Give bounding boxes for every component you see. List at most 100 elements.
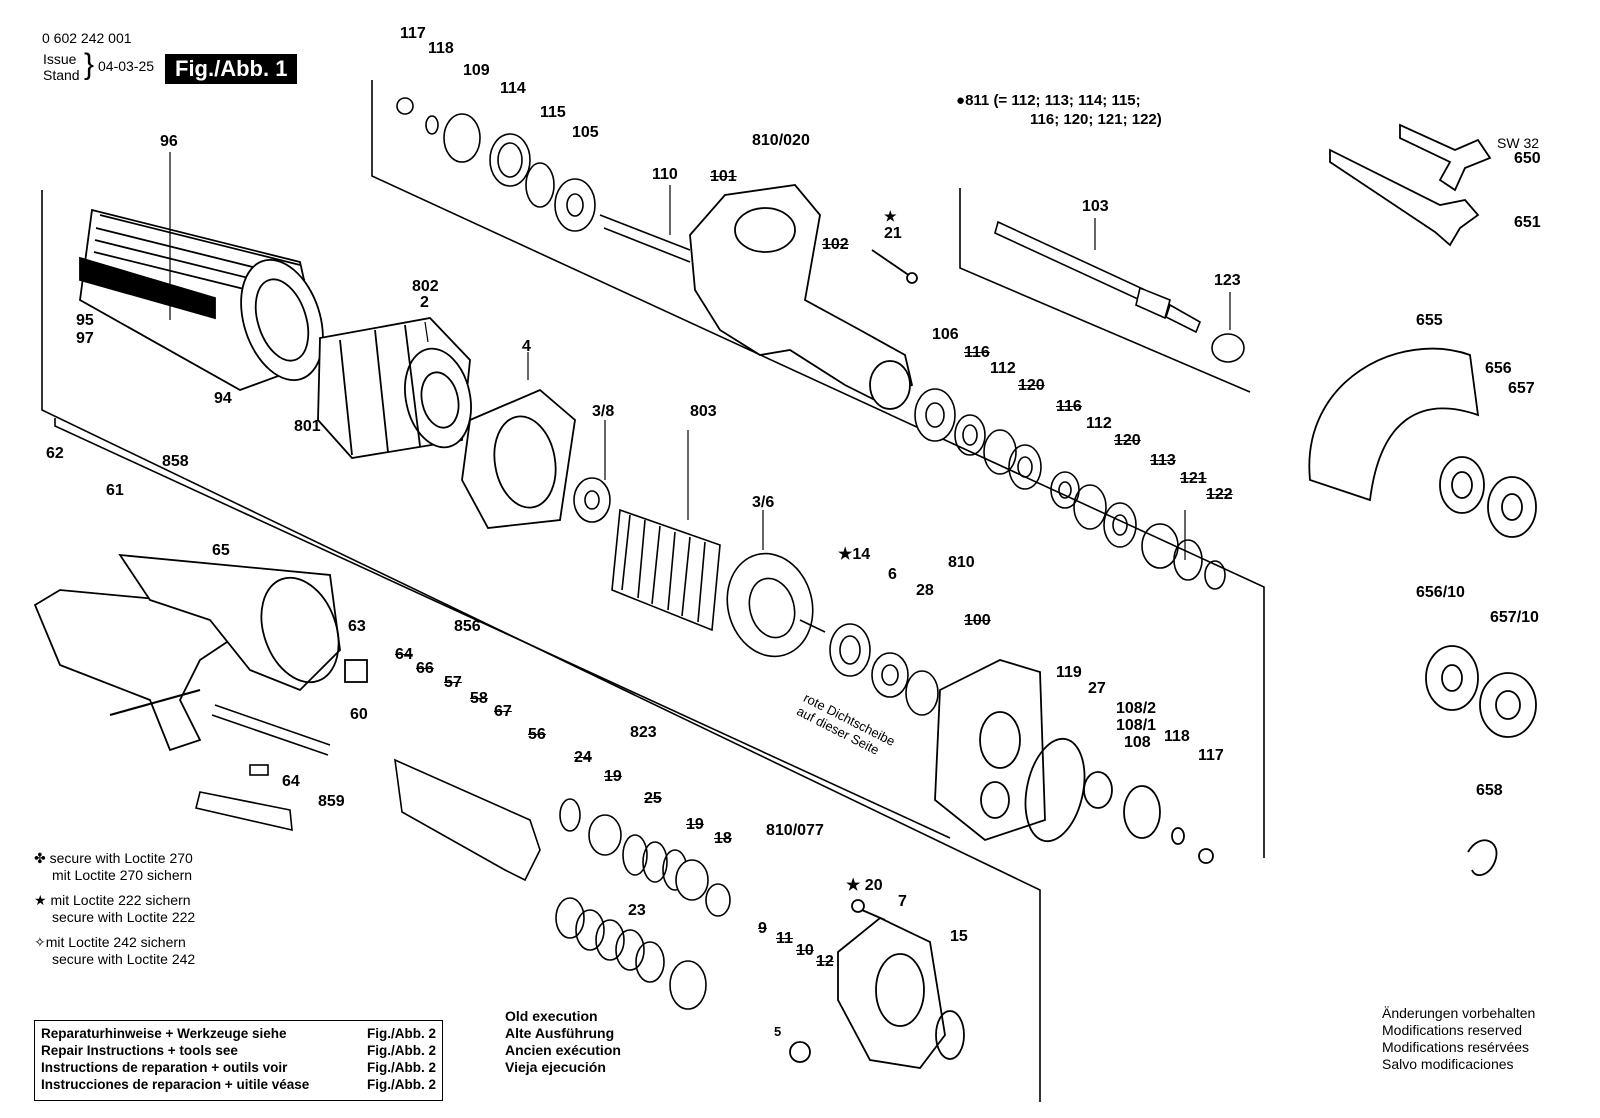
label-3-8: 3/8	[592, 403, 615, 420]
panel-outline-left	[54, 418, 951, 839]
label-60: 60	[350, 706, 368, 723]
old-execution-es: Vieja ejecución	[505, 1059, 606, 1075]
label-116b: 116	[1056, 398, 1082, 415]
label-101: 101	[710, 168, 737, 185]
panel-outline-top	[371, 80, 1265, 858]
label-112a: 112	[990, 360, 1016, 377]
label-94: 94	[214, 390, 232, 407]
label-12: 12	[816, 953, 834, 970]
legend-loctite-270: ✤ secure with Loctite 270 mit Loctite 27…	[34, 850, 193, 884]
label-23: 23	[628, 902, 646, 919]
label-657: 657	[1508, 380, 1535, 397]
label-858: 858	[162, 453, 189, 470]
label-120b: 120	[1114, 432, 1141, 449]
bearing-set-14-28	[829, 623, 939, 716]
label-10: 10	[796, 942, 814, 959]
repair-text-en: Repair Instructions + tools see	[41, 1043, 238, 1058]
label-14-num: 14	[852, 546, 871, 563]
label-109: 109	[463, 62, 490, 79]
label-97: 97	[76, 330, 94, 347]
label-24: 24	[574, 749, 592, 766]
label-656: 656	[1485, 360, 1512, 377]
label-810: 810	[948, 554, 975, 571]
old-execution-fr: Ancien exécution	[505, 1042, 621, 1058]
clover-icon: ✤	[34, 850, 46, 866]
issue-label: Issue	[43, 51, 77, 67]
panel-outline-shaft	[959, 188, 1251, 393]
label-7: 7	[898, 893, 907, 910]
label-650: 650	[1514, 150, 1541, 167]
label-103: 103	[1082, 198, 1109, 215]
figure-label: Fig./Abb. 1	[165, 54, 298, 84]
label-18: 18	[714, 830, 732, 847]
leader-lines	[169, 152, 1231, 560]
label-108: 108	[1124, 734, 1151, 751]
label-6: 6	[888, 566, 897, 583]
legend-222-de: mit Loctite 222 sichern	[50, 892, 191, 908]
repair-ref-en: Fig./Abb. 2	[367, 1043, 436, 1058]
label-113: 113	[1150, 452, 1176, 469]
label-656-10: 656/10	[1416, 584, 1465, 601]
repair-ref-fr: Fig./Abb. 2	[367, 1060, 436, 1075]
old-execution-en: Old execution	[505, 1008, 598, 1024]
kit-note-id: 811	[965, 92, 990, 109]
spring-set	[555, 798, 731, 1010]
repair-row: Reparaturhinweise + Werkzeuge siehe Fig./…	[41, 1025, 436, 1042]
label-114: 114	[500, 80, 526, 97]
label-651: 651	[1514, 214, 1541, 231]
star-icon: ★	[34, 892, 47, 908]
spindle-part	[994, 220, 1245, 363]
issue-stand: Issue Stand	[43, 51, 80, 83]
label-116a: 116	[964, 344, 990, 361]
rear-cover-part	[789, 899, 965, 1069]
repair-ref-es: Fig./Abb. 2	[367, 1077, 436, 1092]
repair-ref-de: Fig./Abb. 2	[367, 1026, 436, 1041]
label-4: 4	[522, 338, 531, 355]
legend-270-de: mit Loctite 270 sichern	[52, 867, 193, 883]
label-61: 61	[106, 482, 124, 499]
label-63: 63	[348, 618, 366, 635]
label-14: ★14	[838, 544, 870, 564]
label-3-6: 3/6	[752, 494, 775, 511]
label-856: 856	[454, 618, 481, 635]
label-21: 21	[884, 225, 902, 242]
label-5: 5	[774, 1024, 782, 1039]
repair-row: Repair Instructions + tools see Fig./Abb.…	[41, 1042, 436, 1059]
legend-loctite-242: ✧mit Loctite 242 sichern secure with Loc…	[34, 934, 195, 968]
label-657-10: 657/10	[1490, 609, 1539, 626]
modifications-es: Salvo modificaciones	[1382, 1056, 1514, 1072]
label-20: ★ 20	[846, 875, 883, 895]
repair-text-de: Reparaturhinweise + Werkzeuge siehe	[41, 1026, 287, 1041]
label-123: 123	[1214, 272, 1241, 289]
label-859: 859	[318, 793, 345, 810]
label-67: 67	[494, 703, 512, 720]
label-105: 105	[572, 124, 599, 141]
label-65: 65	[212, 542, 230, 559]
label-823: 823	[630, 724, 657, 741]
label-117: 117	[400, 25, 426, 42]
label-58: 58	[470, 690, 488, 707]
armature-part	[573, 477, 826, 658]
legend-242-en: secure with Loctite 242	[52, 951, 196, 967]
top-gear-bearings	[396, 97, 691, 263]
modifications-de: Änderungen vorbehalten	[1382, 1005, 1536, 1021]
label-108-1: 108/1	[1116, 717, 1157, 734]
gear-housing-part	[689, 184, 918, 410]
label-115: 115	[540, 104, 566, 121]
label-110: 110	[652, 166, 678, 183]
label-19b: 19	[686, 816, 704, 833]
label-11: 11	[776, 930, 793, 947]
bearing-flange-part	[461, 388, 576, 529]
kit-note-line1: (= 112; 113; 114; 115;	[993, 92, 1141, 109]
label-106: 106	[932, 326, 959, 343]
repair-row: Instructions de reparation + outils voir…	[41, 1059, 436, 1076]
label-66: 66	[416, 660, 434, 677]
legend-242-de: mit Loctite 242 sichern	[45, 934, 186, 950]
label-sw32: SW 32	[1497, 135, 1540, 151]
label-64a: 64	[395, 646, 413, 663]
flange-part	[934, 659, 1214, 864]
loctite222-star-icon: ★	[884, 208, 897, 224]
label-100: 100	[964, 612, 991, 629]
